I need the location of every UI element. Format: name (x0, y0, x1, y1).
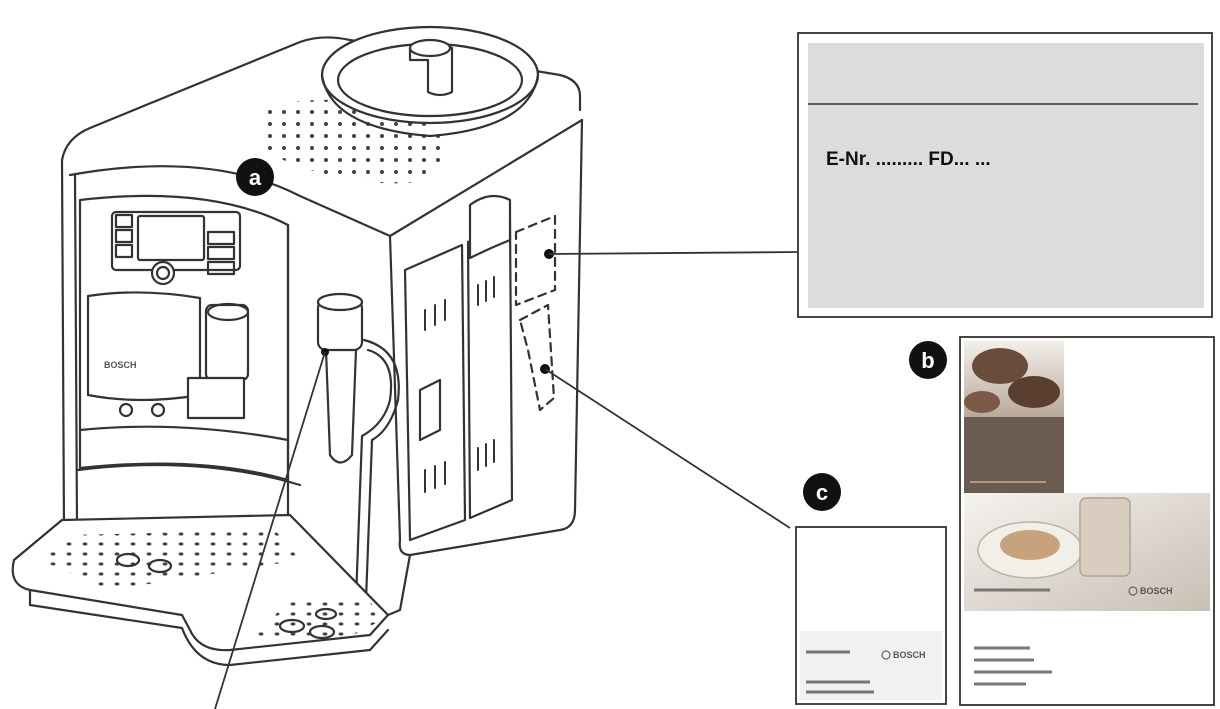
panel-button-right-1 (206, 230, 236, 246)
bean-hopper-bowl (320, 73, 540, 138)
front-lower-band-2 (76, 463, 302, 487)
rating-plate-detail: E-Nr. ......... FD... ... (797, 32, 1213, 318)
drip-tray-grille (40, 530, 300, 590)
side-panel-door (468, 194, 512, 260)
quick-guide-logo-mark (881, 650, 891, 660)
side-panel-inner-2 (466, 220, 514, 520)
panel-button-right-2 (206, 245, 236, 261)
bean-container-front (86, 291, 202, 402)
coffee-cup-crema (1000, 530, 1060, 560)
outlet-nozzle-1 (118, 402, 134, 418)
quick-guide: BOSCH (795, 526, 947, 705)
leader-spec-label (544, 368, 791, 529)
side-vents (424, 276, 495, 493)
coffee-bean-3 (964, 391, 1000, 413)
machine-left-side (60, 158, 72, 542)
side-handle (418, 378, 442, 442)
callout-label-b: b (921, 348, 934, 373)
front-logo: BOSCH (104, 360, 137, 370)
manual-cover-band (964, 417, 1064, 493)
outlet-bracket (186, 376, 246, 420)
rating-plate-area (514, 214, 557, 307)
callout-lines (214, 251, 801, 709)
manual-logo: BOSCH (1140, 586, 1173, 596)
leader-rating-plate (548, 251, 801, 255)
front-lower-band (78, 425, 290, 442)
machine-front-left-edge (73, 173, 79, 527)
instruction-manual: BOSCH (959, 336, 1215, 706)
spec-label-area (518, 303, 556, 412)
cup-mark-2 (147, 558, 173, 574)
milk-tube-inner (354, 348, 393, 602)
machine-top-ridge (68, 118, 584, 238)
callout-marker-c: c (803, 473, 841, 511)
cup-mark-4 (308, 624, 336, 640)
rating-plate-inner (808, 43, 1204, 308)
callout-marker-a: a (236, 158, 274, 196)
coffee-outlet-top (206, 302, 250, 322)
coffee-glass (1079, 497, 1131, 577)
rotary-knob (150, 260, 176, 286)
milk-tube (362, 338, 400, 602)
display-screen (136, 214, 206, 262)
bean-hopper-knob-top (408, 38, 452, 58)
panel-button-left-3 (114, 243, 134, 259)
side-panel-inner (403, 243, 467, 542)
cup-mark-5 (314, 607, 338, 621)
manual-logo-mark (1128, 586, 1138, 596)
manual-text-lines (974, 646, 1052, 686)
machine-right-side (388, 118, 584, 557)
quick-guide-logo: BOSCH (893, 650, 926, 660)
callout-marker-b: b (909, 341, 947, 379)
callout-label-a: a (249, 165, 262, 190)
coffee-bean-2 (1008, 376, 1060, 408)
milk-frother-top (316, 292, 364, 312)
panel-button-left-1 (114, 213, 134, 229)
quick-guide-lower (800, 631, 942, 700)
drip-tray-lower (28, 588, 390, 667)
callout-label-c: c (816, 480, 828, 505)
milk-frother-nozzle (324, 348, 358, 464)
cup-mark-1 (115, 552, 141, 568)
leader-frother (214, 351, 326, 709)
drip-tray-grille-right (250, 600, 378, 642)
coffee-machine: BOSCH (11, 25, 584, 667)
outlet-nozzle-2 (150, 402, 166, 418)
rotary-knob-inner (155, 265, 171, 281)
coffee-bean-1 (972, 348, 1028, 384)
cup-mark-3 (278, 618, 306, 634)
panel-button-left-2 (114, 228, 134, 244)
panel-button-right-3 (206, 260, 236, 276)
machine-top-outline (60, 36, 582, 162)
machine-bottom-edge (386, 553, 412, 617)
rating-plate-text: E-Nr. ......... FD... ... (826, 149, 991, 170)
